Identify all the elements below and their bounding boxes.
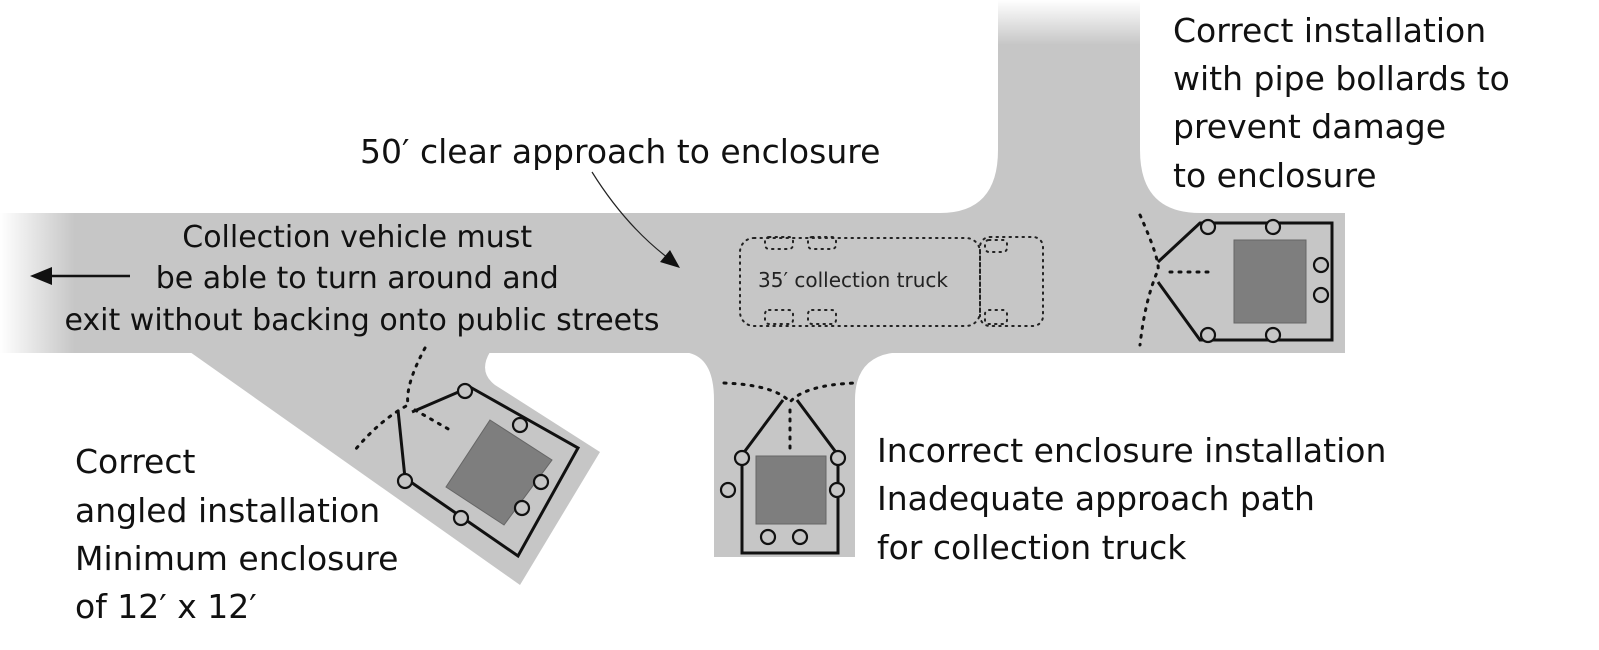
enclosure-incorrect [719,381,857,555]
road-fade-left [0,205,75,365]
road-fade-top [990,0,1150,45]
upper-road [940,0,1200,213]
bollards-line-3: prevent damage [1173,107,1446,146]
incorrect-note: Incorrect enclosure installation Inadequ… [877,431,1397,567]
collection-truck-outline: 35′ collection truck [739,236,1044,327]
bollards-line-4: to enclosure [1173,156,1377,195]
incorrect-line-2: Inadequate approach path [877,479,1315,518]
turnaround-line-3: exit without backing onto public streets [64,303,659,338]
truck-label: 35′ collection truck [758,268,948,292]
bollards-line-2: with pipe bollards to [1173,59,1510,98]
exit-arrow-icon [30,267,130,285]
approach-label: 50′ clear approach to enclosure [360,132,880,171]
enclosure-angled [353,346,581,559]
angled-line-3: Minimum enclosure [75,539,398,578]
angled-branch [190,352,600,585]
turnaround-line-2: be able to turn around and [156,261,559,296]
incorrect-line-1: Incorrect enclosure installation [877,431,1386,470]
lower-branch [680,352,905,557]
road-network [0,0,1345,585]
bollards-line-1: Correct installation [1173,11,1486,50]
angled-line-4: of 12′ x 12′ [75,587,257,626]
angled-line-2: angled installation [75,491,380,530]
angled-line-1: Correct [75,442,196,481]
enclosure-correct-bollards [1138,213,1334,347]
angled-note: Correct angled installation Minimum encl… [75,442,409,626]
approach-pointer-arrow-icon [591,171,680,268]
bollards-note: Correct installation with pipe bollards … [1173,11,1520,195]
turnaround-note: Collection vehicle must be able to turn … [64,220,659,338]
main-drive [0,213,1345,353]
turnaround-line-1: Collection vehicle must [182,220,532,255]
incorrect-line-3: for collection truck [877,528,1187,567]
